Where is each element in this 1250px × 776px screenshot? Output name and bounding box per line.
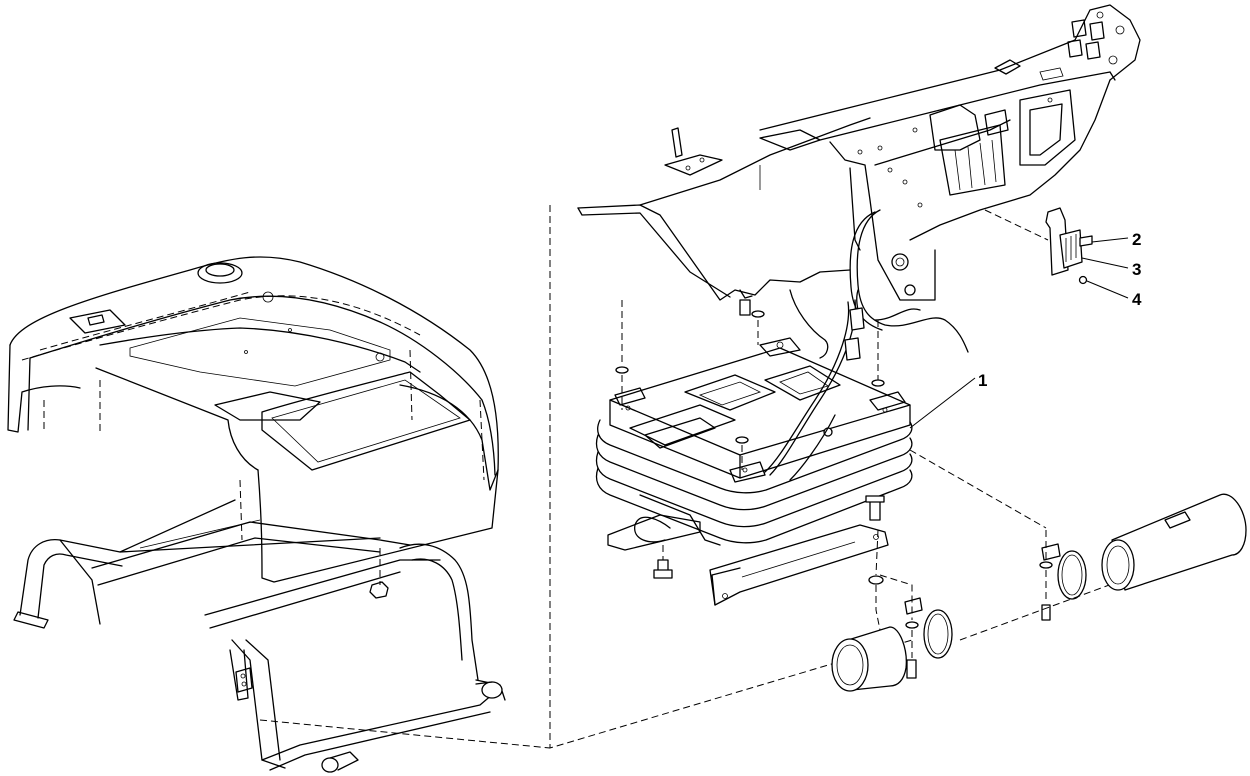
seat-suspension [595,289,913,551]
seat-mount-plate [577,117,871,301]
callout-2: 2 [1091,230,1141,249]
seat-switch [984,207,1093,285]
callout-4: 4 [1086,280,1142,309]
bolts-and-washers [615,299,1151,679]
roll-frame [13,499,506,773]
callout-1: 1 [909,371,987,429]
callout-3: 3 [1081,257,1141,279]
mounting-bracket [709,524,889,606]
callout-1-label: 1 [978,371,987,390]
chassis-frame [759,4,1141,353]
assembly-boundary [259,205,913,749]
fender-cover [7,256,499,583]
callout-2-label: 2 [1132,230,1141,249]
callout-3-label: 3 [1132,260,1141,279]
callout-4-label: 4 [1132,290,1142,309]
exhaust-tubes [831,493,1247,692]
fender-hidden-lines [21,291,485,541]
tube-clamps [904,543,1087,659]
